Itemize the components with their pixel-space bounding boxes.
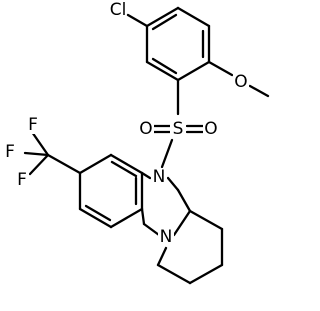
bond xyxy=(151,57,178,75)
bond xyxy=(126,13,149,28)
bond xyxy=(30,130,50,157)
atom-oxygen-methoxy: O xyxy=(234,72,247,92)
bond xyxy=(23,151,50,157)
bond xyxy=(166,176,180,192)
atom-nitrogen-ring: N xyxy=(160,227,173,247)
atom-fluorine-bottom: F xyxy=(17,170,27,190)
bond xyxy=(156,246,168,267)
bond xyxy=(188,263,224,285)
bond xyxy=(176,188,192,213)
molecule-structure-diagram: Cl O S O O N N F F F xyxy=(3,0,270,285)
bond xyxy=(140,207,146,226)
bond xyxy=(248,84,270,98)
atom-nitrogen-sulfonamide: N xyxy=(153,167,166,187)
bond xyxy=(188,209,224,231)
bonds xyxy=(23,6,270,285)
bond xyxy=(145,60,180,82)
bond xyxy=(156,263,192,285)
atom-fluorine-top: F xyxy=(28,115,38,135)
bond xyxy=(110,160,138,178)
bond xyxy=(172,209,192,237)
atom-oxygen-sulfonyl-right: O xyxy=(204,119,217,139)
bond xyxy=(78,207,113,229)
bond xyxy=(28,153,50,176)
bond xyxy=(46,153,82,175)
bond xyxy=(207,60,234,77)
bond xyxy=(78,153,113,175)
atom-oxygen-sulfonyl-left: O xyxy=(139,119,152,139)
atom-chlorine: Cl xyxy=(110,0,127,20)
bond xyxy=(145,6,180,28)
bond xyxy=(140,171,152,180)
bond xyxy=(160,138,174,169)
bond xyxy=(142,222,161,237)
bond xyxy=(84,204,112,222)
bond xyxy=(151,13,178,31)
bond xyxy=(176,60,211,82)
atom-fluorine-left: F xyxy=(5,142,15,162)
atom-labels: Cl O S O O N N F F F xyxy=(3,0,249,247)
atom-sulfur: S xyxy=(173,119,184,139)
bond xyxy=(109,153,144,175)
bond xyxy=(109,207,144,229)
bond xyxy=(176,6,211,28)
